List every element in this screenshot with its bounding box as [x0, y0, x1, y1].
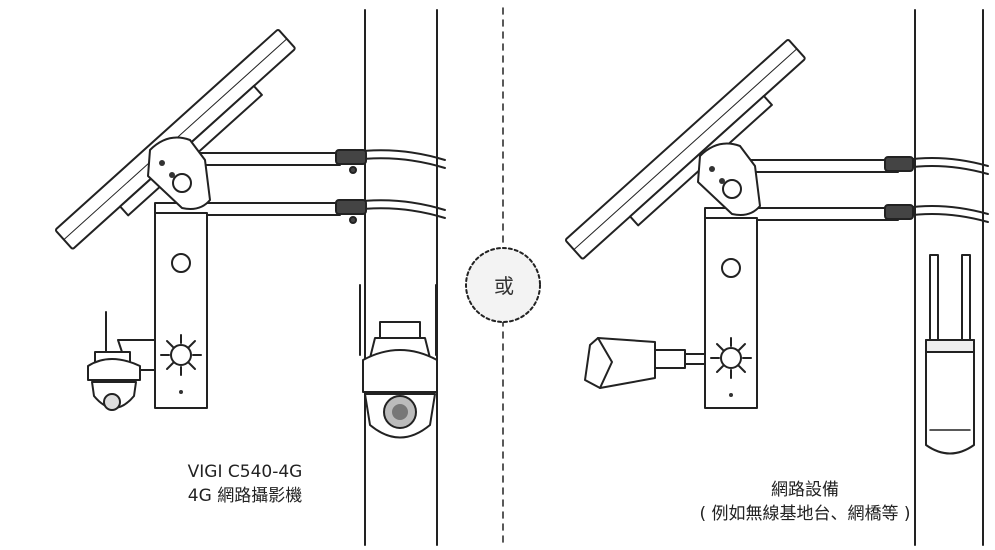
wireless-bridge-device: [584, 337, 706, 389]
access-point-device: [925, 254, 975, 455]
left-clamp-bolts: [335, 149, 367, 224]
center-separator: [465, 7, 541, 546]
left-pole: [364, 9, 438, 546]
right-caption: 網路設備 ( 例如無線基地台、網橋等 ): [655, 478, 955, 526]
right-pole-clamps: [904, 157, 989, 223]
or-circle: [465, 247, 541, 323]
ptz-camera-small: [87, 311, 156, 411]
left-mounting-plate: [154, 212, 208, 409]
network-device-examples: ( 例如無線基地台、網橋等 ): [699, 504, 911, 524]
network-device-label: 網路設備: [771, 480, 839, 500]
left-pivot-bracket: [147, 136, 211, 210]
camera-model-label: VIGI C540-4G: [187, 462, 303, 482]
ptz-camera-large: [359, 284, 438, 439]
right-pole: [914, 9, 984, 546]
right-clamp-bolts: [884, 156, 914, 220]
left-caption: VIGI C540-4G 4G 網路攝影機: [120, 460, 370, 508]
right-pivot-bracket: [697, 142, 761, 216]
solar-panel-right: [564, 39, 806, 260]
or-separator-label: 或: [494, 274, 514, 298]
right-mounting-plate: [704, 217, 758, 409]
left-scene: [54, 9, 446, 546]
right-scene: [564, 9, 989, 546]
camera-description-label: 4G 網路攝影機: [187, 486, 303, 506]
